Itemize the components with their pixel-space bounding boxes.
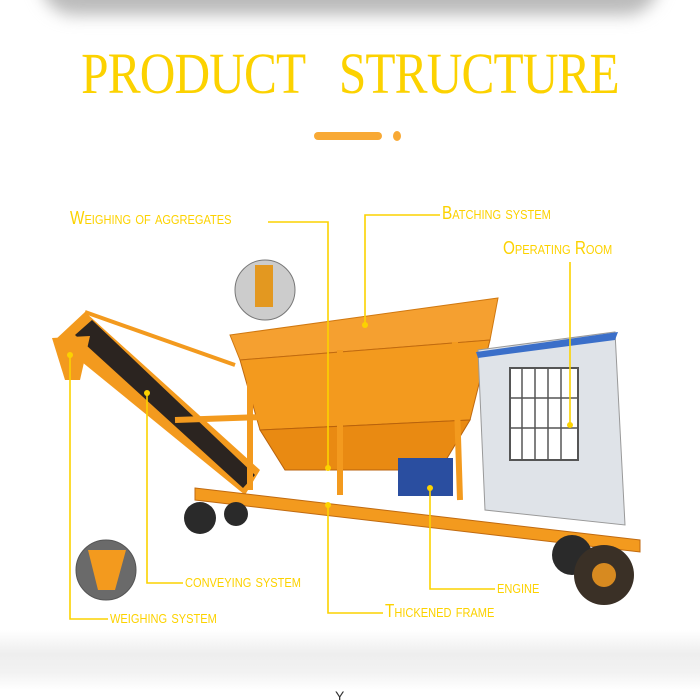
- conveyor-hopper: [52, 336, 90, 380]
- label-conveying-system: conveying system: [185, 571, 301, 591]
- title-dot: [393, 131, 401, 141]
- label-batching-system: Batching system: [442, 203, 551, 223]
- wheel: [224, 502, 248, 526]
- title-underline: [314, 132, 382, 140]
- engine-body: [398, 458, 453, 496]
- label-thickened-frame: Thickened frame: [385, 601, 495, 621]
- frame: [194, 487, 641, 553]
- wheel: [184, 502, 216, 534]
- label-operating-room: Operating Room: [503, 238, 613, 258]
- label-weighing-of-aggregates: Weighing of aggregates: [70, 208, 232, 228]
- label-engine: engine: [497, 577, 540, 597]
- leader-lines: [69, 214, 571, 620]
- label-weighing-system: weighing system: [110, 607, 217, 627]
- conveyor-belt: [75, 320, 255, 488]
- top-shadow: [40, 0, 660, 15]
- page-title: PRODUCT STRUCTURE: [81, 41, 620, 106]
- cut-off-text: Y: [335, 688, 345, 700]
- bottom-shadow: [0, 630, 700, 690]
